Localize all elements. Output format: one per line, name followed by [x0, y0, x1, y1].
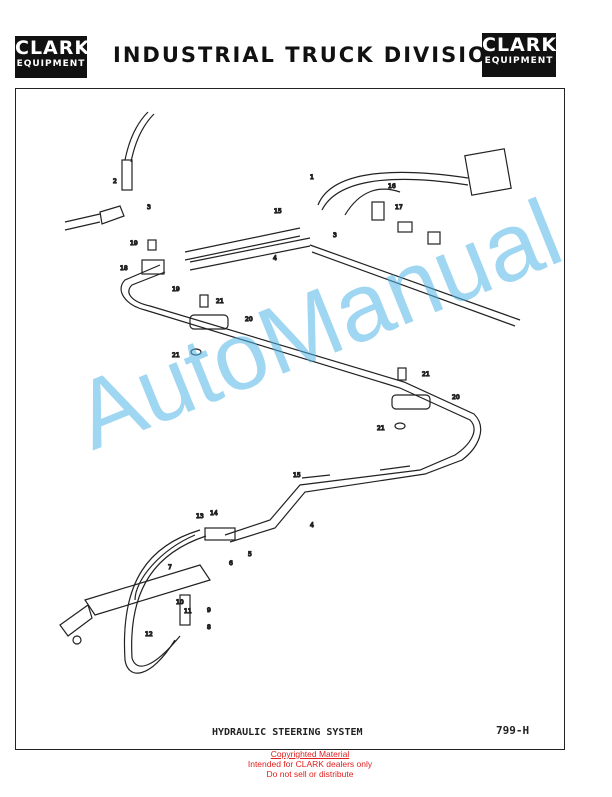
callout: 3	[147, 204, 151, 211]
logo-text: CLARK	[15, 37, 91, 59]
logo-subtext: EQUIPMENT	[484, 56, 554, 66]
copyright-notice: Copyrighted Material Intended for CLARK …	[220, 749, 400, 779]
clamp-20	[189, 314, 229, 330]
clark-logo-left: CLARK EQUIPMENT	[15, 36, 91, 78]
hose-1	[317, 171, 469, 206]
fitting-17	[371, 201, 385, 221]
callout: 7	[168, 564, 172, 571]
clamp-20	[391, 394, 431, 410]
callout: 3	[333, 232, 337, 239]
figure-caption: HYDRAULIC STEERING SYSTEM	[212, 727, 363, 738]
callout: 19	[172, 286, 180, 293]
callout: 12	[145, 631, 153, 638]
callout: 21	[172, 352, 180, 359]
pipe-fitting	[64, 205, 125, 231]
callout: 10	[176, 599, 184, 606]
callout: 21	[377, 425, 385, 432]
fitting	[427, 231, 441, 245]
copyright-line: Intended for CLARK dealers only	[247, 759, 373, 769]
callout: 13	[196, 513, 204, 520]
rod-end	[72, 635, 82, 645]
callout: 16	[388, 183, 396, 190]
bolt-21	[199, 294, 209, 308]
fitting	[397, 221, 413, 233]
callout: 9	[207, 607, 211, 614]
diagram-frame	[15, 88, 565, 750]
callout: 11	[184, 608, 192, 615]
callout: 4	[273, 255, 277, 262]
hose-12	[123, 529, 201, 674]
callout: 2	[113, 178, 117, 185]
fitting	[121, 159, 133, 191]
callout: 20	[452, 394, 460, 401]
hose-top	[124, 111, 149, 161]
fittings-8-11	[179, 594, 191, 626]
tube-15-4	[184, 227, 311, 271]
callout: 20	[245, 316, 253, 323]
hose-12	[131, 535, 207, 667]
fittings-5-6	[204, 527, 236, 541]
callout: 5	[248, 551, 252, 558]
tube	[301, 465, 411, 479]
division-title: INDUSTRIAL TRUCK DIVISION	[113, 43, 508, 67]
callout: 15	[274, 208, 282, 215]
bolt-21	[397, 367, 407, 381]
callout: 4	[310, 522, 314, 529]
figure-number: 799-H	[496, 724, 530, 737]
clark-logo-right: CLARK EQUIPMENT	[482, 33, 556, 77]
callout: 17	[395, 204, 403, 211]
copyright-line: Copyrighted Material	[270, 749, 350, 759]
block-18	[141, 259, 165, 275]
nut-21	[190, 348, 202, 356]
hose-1	[321, 178, 469, 211]
hose-top	[130, 113, 155, 163]
callout: 14	[210, 510, 218, 517]
callout: 6	[229, 560, 233, 567]
callout: 8	[207, 624, 211, 631]
bolt-19	[147, 239, 157, 251]
tube-long	[311, 251, 516, 327]
steering-cylinder	[84, 564, 211, 616]
callout: 21	[216, 298, 224, 305]
tube-long	[309, 244, 521, 321]
callout: 1	[310, 174, 314, 181]
callout: 21	[422, 371, 430, 378]
elbow	[344, 188, 401, 216]
tube-long	[128, 271, 482, 543]
callout: 18	[120, 265, 128, 272]
tube-long	[120, 264, 475, 536]
steering-valve	[464, 148, 512, 196]
nut-21	[394, 422, 406, 430]
hose	[134, 534, 196, 601]
callout: 15	[293, 472, 301, 479]
callouts: 1 2 3 15 16 17 3 4 19 18 19 21 20 21 21 …	[112, 173, 460, 638]
cylinder-rod	[59, 604, 93, 637]
callout: 19	[130, 240, 138, 247]
logo-text: CLARK	[482, 34, 558, 56]
copyright-line: Do not sell or distribute	[266, 769, 354, 779]
logo-subtext: EQUIPMENT	[16, 59, 86, 69]
